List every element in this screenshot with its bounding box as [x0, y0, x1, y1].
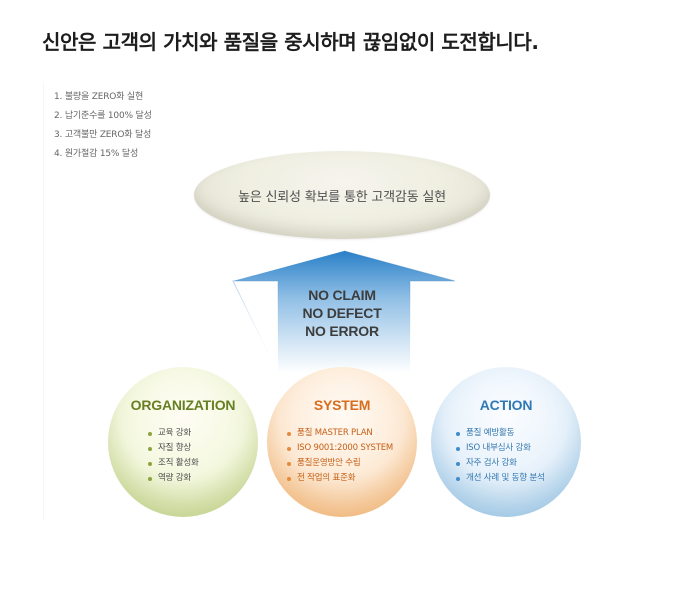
- bullet-dot-icon: [287, 431, 291, 436]
- bullet-dot-icon: [148, 461, 152, 466]
- quality-goals-list: 1. 불량을 ZERO화 실현 2. 납기준수를 100% 달성 3. 고객불만…: [54, 88, 152, 164]
- bullet-dot-icon: [456, 431, 460, 436]
- action-item: 품질 예방활동: [456, 426, 545, 441]
- organization-item-text: 교육 강화: [158, 428, 191, 438]
- system-title: SYSTEM: [313, 397, 371, 413]
- customer-satisfaction-oval: 높은 신뢰성 확보를 통한 고객감동 실현: [194, 151, 490, 239]
- no-claim-text: NO CLAIM: [308, 287, 376, 303]
- organization-pillar: ORGANIZATION 교육 강화 자질 향상 조직 활성화 역량 강화: [108, 367, 258, 517]
- system-pillar: SYSTEM 품질 MASTER PLAN ISO 9001:2000 SYST…: [267, 367, 417, 517]
- goal-item: 3. 고객불만 ZERO화 달성: [54, 130, 152, 140]
- bullet-dot-icon: [456, 476, 460, 481]
- page-headline: 신안은 고객의 가치와 품질을 중시하며 끊임없이 도전합니다.: [42, 30, 539, 54]
- system-item: 품질운영방안 수립: [287, 456, 393, 471]
- bullet-dot-icon: [287, 446, 291, 451]
- no-error-text: NO ERROR: [305, 323, 379, 339]
- system-item-text: 품질운영방안 수립: [297, 458, 361, 468]
- upward-arrow-graphic: [232, 250, 456, 374]
- organization-item: 자질 향상: [148, 441, 199, 456]
- system-item: 전 작업의 표준화: [287, 471, 393, 486]
- bullet-dot-icon: [148, 446, 152, 451]
- system-item-text: 전 작업의 표준화: [297, 473, 356, 483]
- organization-items: 교육 강화 자질 향상 조직 활성화 역량 강화: [148, 426, 199, 486]
- system-item-text: 품질 MASTER PLAN: [297, 428, 373, 438]
- goal-item: 2. 납기준수를 100% 달성: [54, 111, 152, 121]
- no-defect-text: NO DEFECT: [302, 305, 382, 321]
- action-item: 자주 검사 강화: [456, 456, 545, 471]
- bullet-dot-icon: [456, 446, 460, 451]
- organization-item: 조직 활성화: [148, 456, 199, 471]
- system-item: ISO 9001:2000 SYSTEM: [287, 441, 393, 456]
- action-item-text: 자주 검사 강화: [466, 458, 517, 468]
- organization-item: 교육 강화: [148, 426, 199, 441]
- action-title: ACTION: [479, 397, 533, 413]
- action-item-text: ISO 내부심사 강화: [466, 443, 531, 453]
- bullet-dot-icon: [287, 461, 291, 466]
- system-item: 품질 MASTER PLAN: [287, 426, 393, 441]
- action-pillar: ACTION 품질 예방활동 ISO 내부심사 강화 자주 검사 강화 개선 사…: [431, 367, 581, 517]
- bullet-dot-icon: [148, 476, 152, 481]
- goal-item: 1. 불량을 ZERO화 실현: [54, 92, 144, 102]
- action-item: 개선 사례 및 동향 분석: [456, 471, 545, 486]
- action-item-text: 개선 사례 및 동향 분석: [466, 473, 545, 483]
- goal-item: 4. 원가절감 15% 달성: [54, 149, 139, 159]
- system-items: 품질 MASTER PLAN ISO 9001:2000 SYSTEM 품질운영…: [287, 426, 393, 486]
- organization-item-text: 자질 향상: [158, 443, 191, 453]
- organization-item: 역량 강화: [148, 471, 199, 486]
- organization-item-text: 역량 강화: [158, 473, 191, 483]
- system-item-text: ISO 9001:2000 SYSTEM: [297, 443, 394, 453]
- quality-slogan-label: NO CLAIM NO DEFECT NO ERROR: [278, 286, 406, 340]
- organization-item-text: 조직 활성화: [158, 458, 199, 468]
- action-item: ISO 내부심사 강화: [456, 441, 545, 456]
- bullet-dot-icon: [287, 476, 291, 481]
- action-item-text: 품질 예방활동: [466, 428, 515, 438]
- bullet-dot-icon: [456, 461, 460, 466]
- action-items: 품질 예방활동 ISO 내부심사 강화 자주 검사 강화 개선 사례 및 동향 …: [456, 426, 545, 486]
- customer-satisfaction-text: 높은 신뢰성 확보를 통한 고객감동 실현: [238, 189, 446, 205]
- organization-title: ORGANIZATION: [130, 397, 236, 413]
- bullet-dot-icon: [148, 431, 152, 436]
